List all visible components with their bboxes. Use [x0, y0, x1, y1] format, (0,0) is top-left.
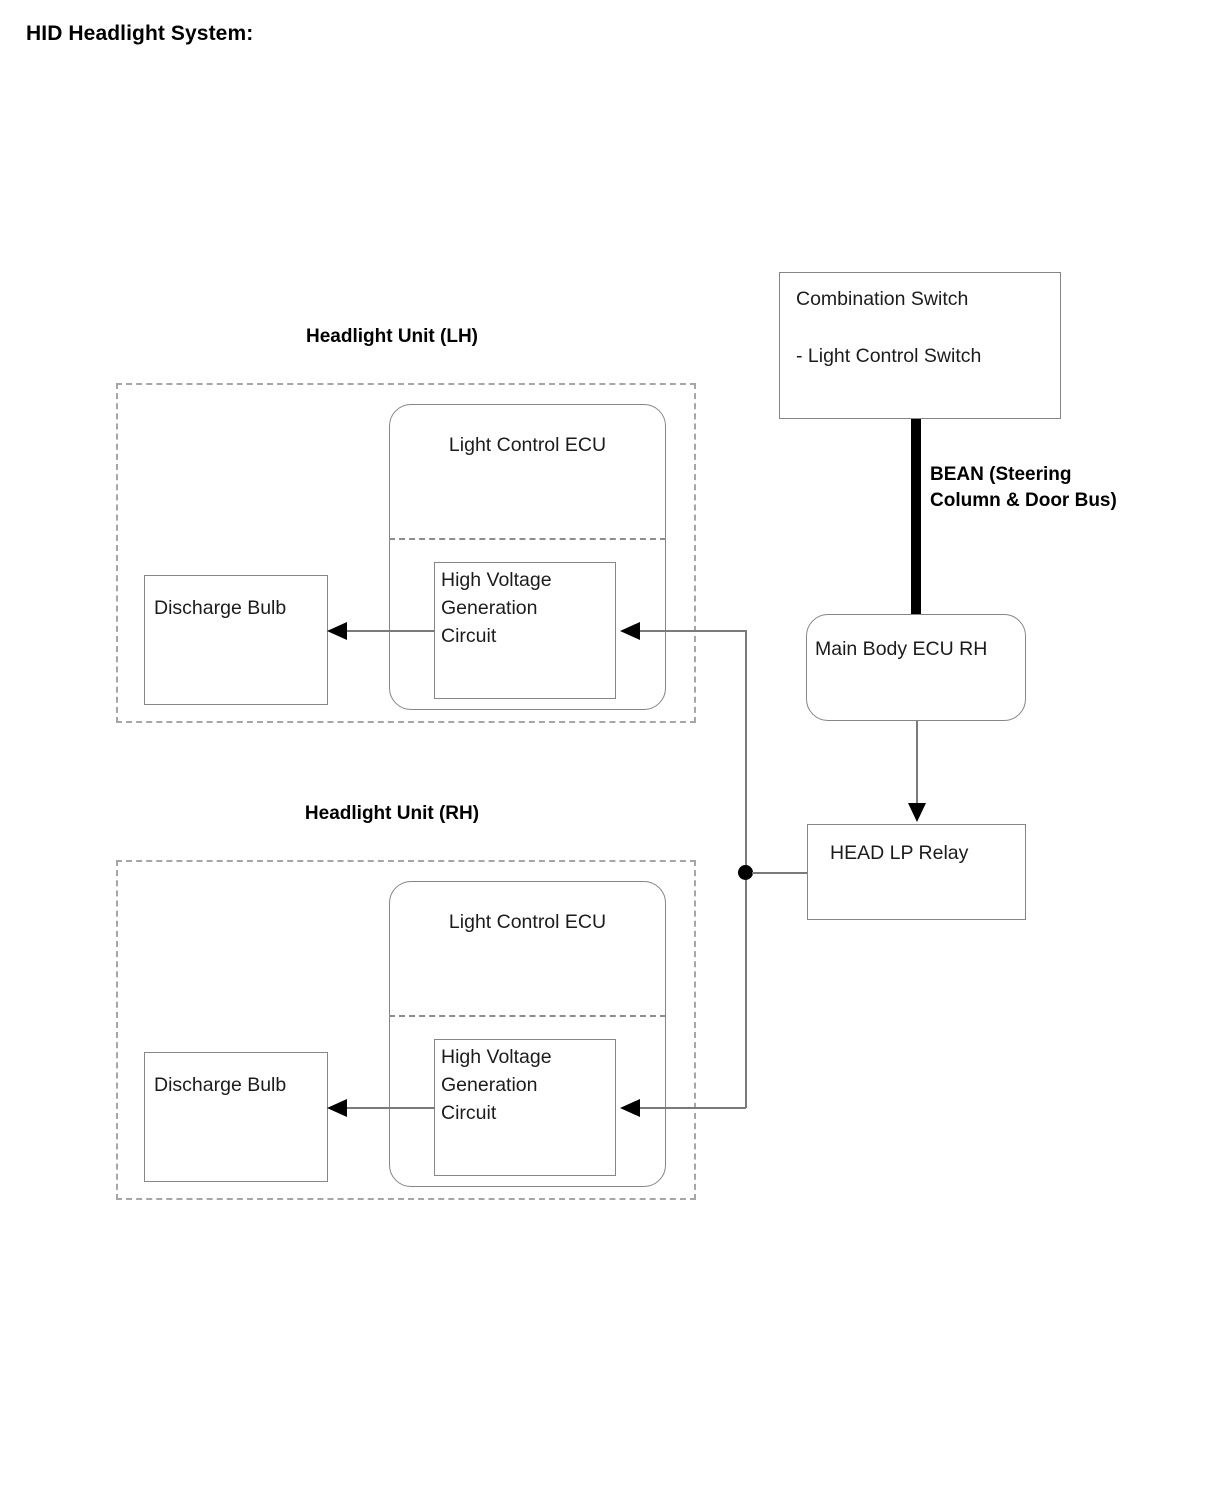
junction-dot — [738, 865, 753, 880]
discharge-bulb-rh[interactable]: Discharge Bulb — [144, 1052, 328, 1182]
headlight-unit-rh-container — [116, 860, 696, 1200]
discharge-bulb-lh[interactable]: Discharge Bulb — [144, 575, 328, 705]
arrowhead-to-hvgc-rh — [620, 1099, 640, 1117]
headlight-unit-lh-container — [116, 383, 696, 723]
connector-relay-to-trunk — [752, 872, 808, 874]
arrowhead-to-head-lp-relay — [908, 803, 926, 822]
connector-relay-to-hvgc-lh — [638, 630, 746, 632]
connector-relay-to-hvgc-rh — [638, 1107, 746, 1109]
bean-bus-label: BEAN (Steering Column & Door Bus) — [930, 464, 1117, 511]
head-lp-relay-label: HEAD LP Relay — [830, 842, 969, 864]
head-lp-relay[interactable]: HEAD LP Relay — [807, 824, 1026, 920]
arrowhead-to-discharge-bulb-lh — [327, 622, 347, 640]
combination-switch-title: Combination Switch — [796, 288, 969, 310]
bean-bus-line — [911, 419, 921, 616]
high-voltage-generation-circuit-lh[interactable]: High Voltage Generation Circuit — [434, 562, 616, 699]
arrowhead-to-discharge-bulb-rh — [327, 1099, 347, 1117]
high-voltage-generation-circuit-lh-label: High Voltage Generation Circuit — [441, 569, 552, 647]
high-voltage-generation-circuit-rh-label: High Voltage Generation Circuit — [441, 1046, 552, 1124]
connector-hvgc-to-bulb-lh — [345, 630, 435, 632]
connector-hvgc-to-bulb-rh — [345, 1107, 435, 1109]
high-voltage-generation-circuit-rh[interactable]: High Voltage Generation Circuit — [434, 1039, 616, 1176]
combination-switch-box[interactable]: Combination Switch - Light Control Switc… — [779, 272, 1061, 419]
headlight-unit-lh-heading: Headlight Unit (LH) — [305, 326, 479, 347]
light-control-ecu-rh-label: Light Control ECU — [448, 911, 607, 933]
page-title: HID Headlight System: — [26, 22, 254, 45]
discharge-bulb-lh-label: Discharge Bulb — [154, 597, 287, 619]
arrowhead-to-hvgc-lh — [620, 622, 640, 640]
ecu-internal-divider-lh — [389, 538, 666, 540]
main-body-ecu-rh-label: Main Body ECU RH — [815, 638, 988, 660]
ecu-internal-divider-rh — [389, 1015, 666, 1017]
light-control-switch-item: - Light Control Switch — [796, 345, 982, 367]
main-body-ecu-rh[interactable]: Main Body ECU RH — [806, 614, 1026, 721]
headlight-unit-rh-heading: Headlight Unit (RH) — [304, 803, 480, 824]
light-control-ecu-lh-label: Light Control ECU — [448, 434, 607, 456]
discharge-bulb-rh-label: Discharge Bulb — [154, 1074, 287, 1096]
connector-ecu-to-relay — [916, 721, 918, 805]
